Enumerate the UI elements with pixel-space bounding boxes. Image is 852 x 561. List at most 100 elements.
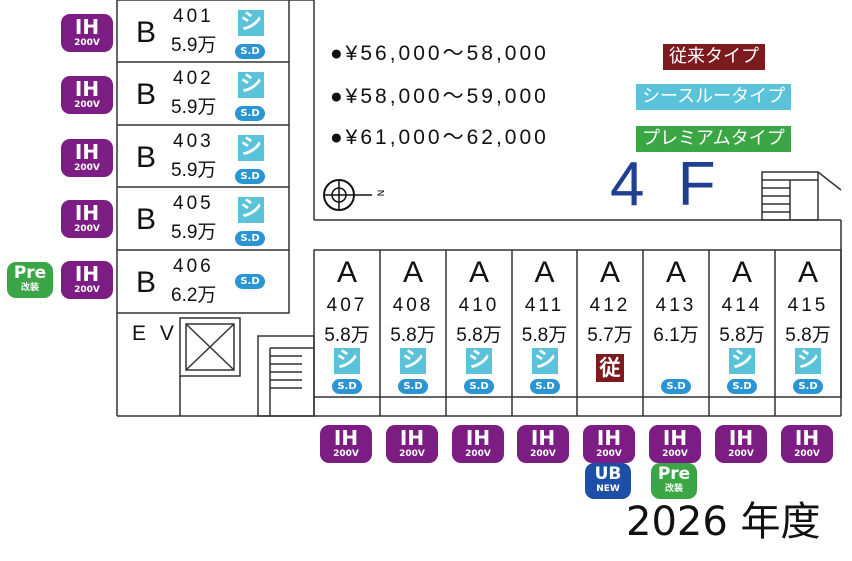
floor-label: 4 F xyxy=(610,150,724,219)
compass-north-label: N xyxy=(374,189,385,197)
type-tag-premium: プレミアムタイプ xyxy=(636,126,791,152)
room-number: 407 xyxy=(326,295,368,316)
seethrough-icon: シ xyxy=(334,348,360,374)
sd-badge: S.D xyxy=(332,379,362,394)
seethrough-icon: シ xyxy=(238,135,264,161)
room-number: 413 xyxy=(655,295,697,316)
room-401[interactable]: B 401 5.9万 シ S.D xyxy=(117,0,289,62)
room-type: A xyxy=(599,256,620,289)
seethrough-icon: シ xyxy=(238,197,264,223)
room-rent: 5.9万 xyxy=(171,97,217,118)
room-type: B xyxy=(136,266,157,299)
seethrough-icon: シ xyxy=(532,348,558,374)
room-number: 415 xyxy=(787,295,829,316)
room-rent: 5.8万 xyxy=(456,325,502,346)
room-rent: 5.9万 xyxy=(171,35,217,56)
compass-icon xyxy=(323,179,372,211)
room-rent: 5.9万 xyxy=(171,160,217,181)
room-type: A xyxy=(665,256,686,289)
conventional-icon: 従 xyxy=(596,354,624,382)
room-type: A xyxy=(731,256,752,289)
room-type: A xyxy=(468,256,489,289)
room-type: B xyxy=(136,203,157,236)
room-type: A xyxy=(336,256,357,289)
ev-label: E V xyxy=(132,322,178,345)
sd-badge: S.D xyxy=(727,379,757,394)
room-rent: 5.8万 xyxy=(390,325,436,346)
room-type: A xyxy=(534,256,555,289)
room-number: 412 xyxy=(589,295,631,316)
sd-badge: S.D xyxy=(235,274,265,289)
sd-badge: S.D xyxy=(235,106,265,121)
type-tag-seethrough: シースルータイプ xyxy=(636,84,792,110)
room-number: 401 xyxy=(173,6,214,27)
room-number: 402 xyxy=(173,68,214,89)
sd-badge: S.D xyxy=(793,379,823,394)
seethrough-icon: シ xyxy=(400,348,426,374)
room-411[interactable]: A 411 5.8万 シ S.D xyxy=(512,250,577,397)
room-rent: 5.7万 xyxy=(587,325,633,346)
seethrough-icon: シ xyxy=(238,72,264,98)
sd-badge: S.D xyxy=(464,379,494,394)
sd-badge: S.D xyxy=(235,44,265,59)
seethrough-icon: シ xyxy=(729,348,755,374)
room-rent: 6.1万 xyxy=(653,325,699,346)
sd-badge: S.D xyxy=(530,379,560,394)
room-402[interactable]: B 402 5.9万 シ S.D xyxy=(117,62,289,125)
room-413[interactable]: A 413 6.1万 S.D xyxy=(643,250,709,397)
room-number: 410 xyxy=(458,295,500,316)
room-415[interactable]: A 415 5.8万 シ S.D xyxy=(775,250,841,397)
room-407[interactable]: A 407 5.8万 シ S.D xyxy=(314,250,380,397)
room-414[interactable]: A 414 5.8万 シ S.D xyxy=(709,250,775,397)
room-rent: 5.9万 xyxy=(171,222,217,243)
room-rent: 5.8万 xyxy=(521,325,568,346)
room-412[interactable]: A 412 5.7万 従 xyxy=(577,250,643,397)
sd-badge: S.D xyxy=(235,169,265,184)
room-rent: 5.8万 xyxy=(719,325,765,346)
type-tag-conventional: 従来タイプ xyxy=(663,44,765,70)
room-type: A xyxy=(402,256,423,289)
seethrough-icon: シ xyxy=(238,10,264,36)
room-408[interactable]: A 408 5.8万 シ S.D xyxy=(380,250,446,397)
sd-badge: S.D xyxy=(661,379,691,394)
room-403[interactable]: B 403 5.9万 シ S.D xyxy=(117,125,289,187)
room-rent: 5.8万 xyxy=(324,325,370,346)
room-410[interactable]: A 410 5.8万 シ S.D xyxy=(446,250,512,397)
seethrough-icon: シ xyxy=(466,348,492,374)
seethrough-icon: シ xyxy=(795,348,821,374)
sd-badge: S.D xyxy=(235,231,265,246)
room-number: 411 xyxy=(524,295,565,316)
room-405[interactable]: B 405 5.9万 シ S.D xyxy=(117,187,289,250)
price-range-2: ●¥58,000～59,000 xyxy=(330,85,549,108)
room-type: A xyxy=(797,256,818,289)
room-406[interactable]: B 406 6.2万 S.D xyxy=(117,250,289,313)
room-number: 406 xyxy=(173,256,214,277)
room-type: B xyxy=(136,141,157,174)
room-type: B xyxy=(136,16,157,49)
room-number: 408 xyxy=(392,295,434,316)
room-number: 414 xyxy=(721,295,763,316)
room-rent: 5.8万 xyxy=(785,325,831,346)
year-label: 2026 年度 xyxy=(626,499,821,545)
room-number: 403 xyxy=(173,131,214,152)
room-number: 405 xyxy=(173,193,214,214)
sd-badge: S.D xyxy=(398,379,428,394)
price-range-1: ●¥56,000～58,000 xyxy=(330,42,549,65)
